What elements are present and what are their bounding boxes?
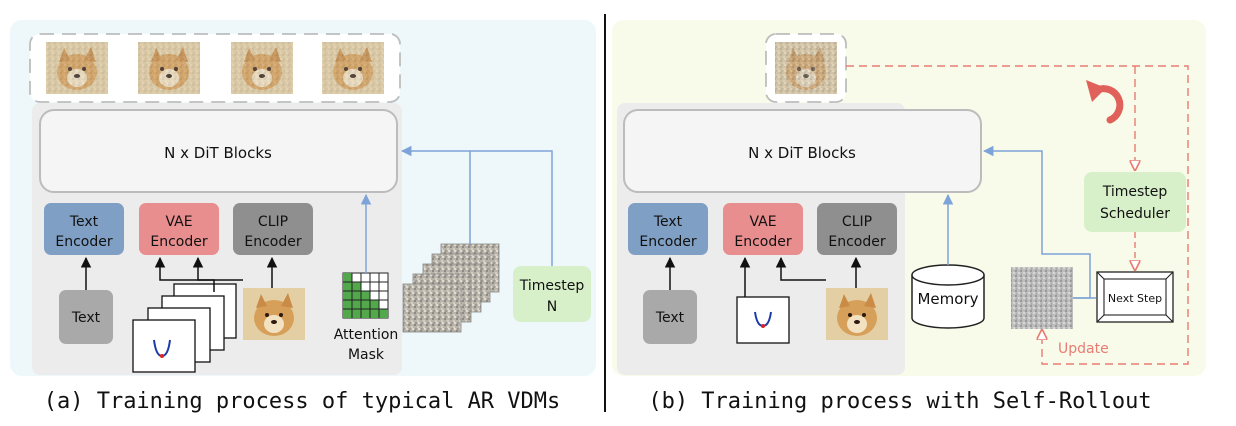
memory-label: Memory (917, 290, 978, 308)
next-step-label: Next Step (1108, 292, 1162, 305)
frame-image-4 (322, 42, 384, 94)
timestep-line2: N (547, 299, 557, 315)
text-input-box-b (643, 290, 697, 344)
frames-strip (29, 33, 401, 103)
clip-encoder-b-line1: CLIP (842, 214, 872, 230)
frame-image-3 (231, 42, 293, 94)
dit-label: N x DiT Blocks (164, 144, 272, 162)
vae-encoder-box (139, 203, 219, 255)
memory-cylinder (911, 264, 985, 329)
dit-blocks (39, 109, 398, 193)
sketch-frame-b (736, 296, 790, 344)
noisy-frames-stack (402, 243, 500, 333)
dashed-update-loop (846, 65, 1189, 365)
rollout-cycle-icon (1086, 80, 1124, 124)
update-label: Update (1058, 341, 1109, 357)
attention-mask-line2: Mask (348, 347, 385, 363)
text-encoder-b-line1: Text (653, 214, 683, 230)
text-encoder-box (44, 203, 124, 255)
text-input-label: Text (71, 310, 101, 326)
arrow-frames-to-vae (154, 256, 215, 292)
vae-encoder-b-line2: Encoder (734, 234, 791, 250)
clip-encoder-box (233, 203, 313, 255)
rollout-frame-image (775, 42, 837, 94)
panel-b: N x DiT Blocks Text Encoder VAE Encoder … (612, 20, 1206, 414)
clip-encoder-b-line2: Encoder (828, 234, 885, 250)
frame-image-1 (46, 42, 108, 94)
timestep-line1: Timestep (519, 278, 585, 294)
clip-encoder-line2: Encoder (244, 234, 301, 250)
dit-label-b: N x DiT Blocks (748, 144, 856, 162)
panel-a: N x DiT Blocks Text Encoder VAE Encoder … (10, 20, 596, 414)
vae-encoder-line2: Encoder (150, 234, 207, 250)
dit-blocks-b (623, 109, 982, 193)
sketch-dot-b (761, 324, 765, 328)
frame-image-2 (138, 42, 200, 94)
arrow-image-to-vae (192, 256, 243, 281)
text-encoder-line2: Encoder (55, 234, 112, 250)
text-encoder-line1: Text (69, 214, 99, 230)
clip-encoder-line1: CLIP (258, 214, 288, 230)
vae-encoder-b-line1: VAE (749, 214, 776, 230)
caption-b: (b) Training process with Self-Rollout (648, 389, 1151, 414)
timestep-scheduler-box (1084, 172, 1186, 232)
clip-encoder-box-b (817, 203, 897, 255)
text-input-box (59, 290, 113, 344)
timestep-box (513, 266, 591, 322)
timestep-scheduler-line2: Scheduler (1100, 206, 1170, 222)
text-input-label-b: Text (655, 310, 685, 326)
attention-mask-line1: Attention (334, 327, 399, 343)
noisy-latent (1011, 267, 1073, 329)
next-step-box (1096, 271, 1174, 323)
reference-image-b (826, 288, 888, 340)
text-encoder-b-line2: Encoder (639, 234, 696, 250)
arrow-timestep-to-dit (470, 150, 553, 266)
stacked-frames (132, 283, 237, 373)
vae-encoder-line1: VAE (165, 214, 192, 230)
reference-image (243, 288, 305, 340)
arrow-image-to-vae-b (775, 256, 826, 281)
vae-encoder-box-b (723, 203, 803, 255)
timestep-scheduler-line1: Timestep (1102, 184, 1168, 200)
caption-a: (a) Training process of typical AR VDMs (44, 389, 561, 414)
attention-mask-grid (342, 272, 389, 319)
text-encoder-box-b (628, 203, 708, 255)
